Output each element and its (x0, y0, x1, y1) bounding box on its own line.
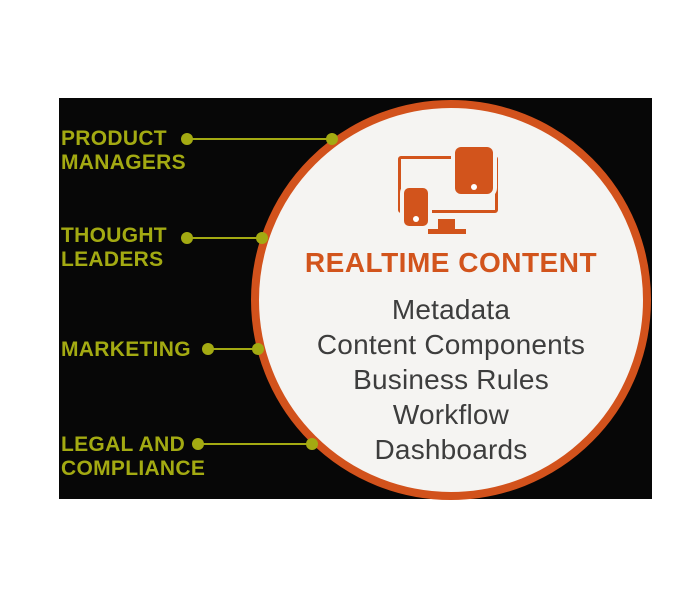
realtime-content-circle (251, 100, 651, 500)
connector-dot (202, 343, 214, 355)
phone-home-button-icon (413, 216, 419, 222)
audience-label-line: PRODUCT (61, 127, 167, 150)
phone-icon (404, 188, 428, 226)
feature-item: Dashboards (374, 434, 528, 465)
feature-list: Metadata Content Components Business Rul… (251, 292, 651, 467)
tablet-icon (455, 147, 493, 194)
connector-dot (181, 133, 193, 145)
connector-line (192, 438, 318, 450)
audience-label-line: LEGAL AND (61, 433, 186, 456)
connector-dot (306, 438, 318, 450)
monitor-icon (398, 156, 498, 213)
feature-item: Workflow (392, 399, 510, 430)
feature-item: Business Rules (353, 364, 549, 395)
connector-dot (181, 232, 193, 244)
audience-label-line: MARKETING (61, 338, 191, 361)
feature-item: Content Components (316, 329, 586, 360)
connector-dot (192, 438, 204, 450)
monitor-stand-base-icon (428, 229, 466, 234)
audience-label: PRODUCT MANAGERS (61, 127, 186, 174)
connector-dot (326, 133, 338, 145)
circle-title: REALTIME CONTENT (304, 247, 598, 278)
audience-label-line: COMPLIANCE (61, 456, 206, 480)
audience-label-line: LEADERS (61, 247, 164, 271)
connector-dot (252, 343, 264, 355)
audience-label: THOUGHT LEADERS (61, 224, 167, 271)
audience-label-line: MANAGERS (61, 150, 186, 174)
monitor-stand-icon (438, 219, 455, 229)
audience-label: MARKETING (61, 338, 191, 362)
connector-line (181, 232, 268, 244)
connector-line (181, 133, 338, 145)
tablet-home-button-icon (471, 184, 477, 190)
connector-line (202, 343, 264, 355)
connector-dot (256, 232, 268, 244)
audience-label: LEGAL AND COMPLIANCE (61, 433, 205, 480)
audience-label-line: THOUGHT (61, 224, 167, 247)
feature-item: Metadata (391, 294, 511, 325)
